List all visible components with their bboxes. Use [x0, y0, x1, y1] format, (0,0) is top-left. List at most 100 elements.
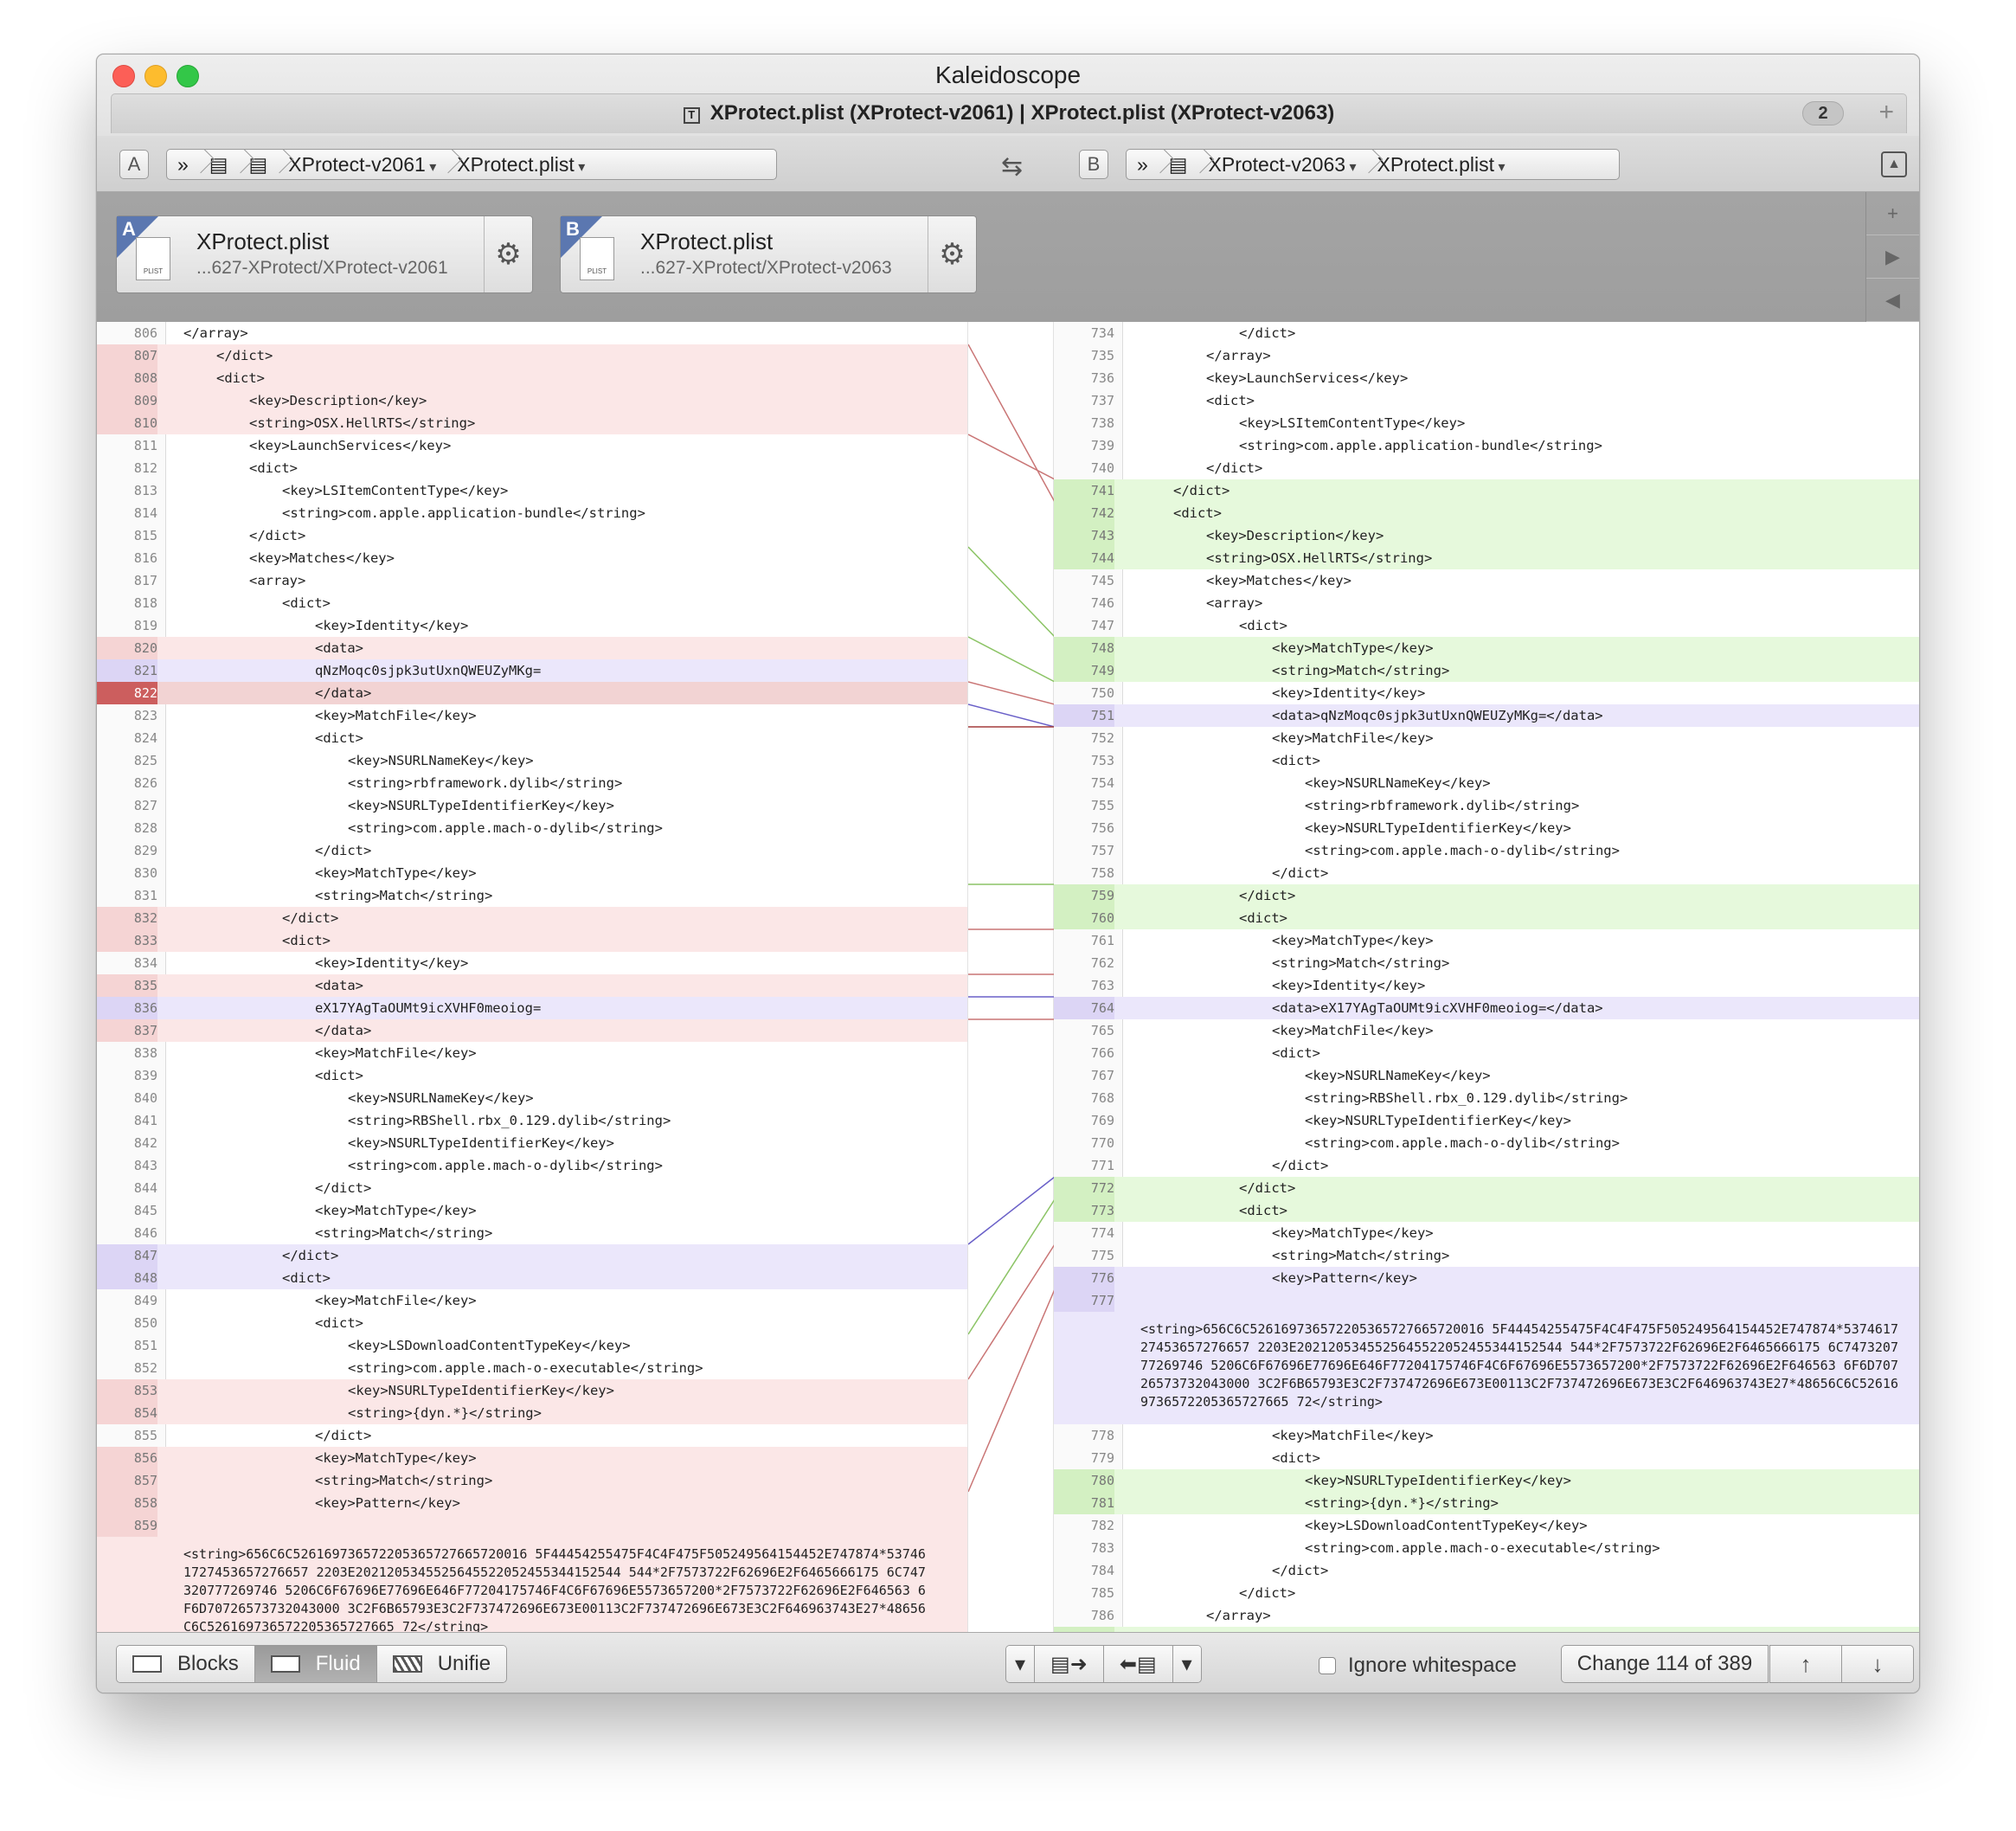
breadcrumb-version-a[interactable]: XProtect-v2061: [278, 153, 446, 177]
code-line[interactable]: 739<string>com.apple.application-bundle<…: [1054, 434, 1919, 457]
code-line[interactable]: 855</dict>: [97, 1424, 967, 1447]
code-line[interactable]: 774<key>MatchType</key>: [1054, 1222, 1919, 1244]
previous-change-arrow-up-icon[interactable]: ↑: [1769, 1645, 1842, 1683]
code-line[interactable]: 834<key>Identity</key>: [97, 952, 967, 974]
ignore-whitespace-checkbox[interactable]: Ignore whitespace: [1319, 1654, 1517, 1678]
code-line[interactable]: 820<data>: [97, 637, 967, 659]
file-card-b[interactable]: B PLIST XProtect.plist ...627-XProtect/X…: [560, 215, 977, 293]
merge-right-icon[interactable]: ▤➜: [1035, 1646, 1104, 1682]
code-line[interactable]: 835<data>: [97, 974, 967, 997]
code-line[interactable]: 781<string>{dyn.*}</string>: [1054, 1492, 1919, 1514]
add-file-plus-icon[interactable]: +: [1866, 192, 1919, 235]
code-line[interactable]: 809<key>Description</key>: [97, 389, 967, 412]
code-line[interactable]: 813<key>LSItemContentType</key>: [97, 479, 967, 502]
code-line[interactable]: 758</dict>: [1054, 862, 1919, 884]
code-line[interactable]: 746<array>: [1054, 592, 1919, 614]
code-line[interactable]: 818<dict>: [97, 592, 967, 614]
code-line-wrapped[interactable]: <string>656C6C52616973657220536572766572…: [1054, 1312, 1919, 1424]
code-line[interactable]: 784</dict>: [1054, 1559, 1919, 1582]
code-line[interactable]: 825<key>NSURLNameKey</key>: [97, 749, 967, 772]
code-line[interactable]: 763<key>Identity</key>: [1054, 974, 1919, 997]
code-line[interactable]: 735</array>: [1054, 344, 1919, 367]
code-line[interactable]: 761<key>MatchType</key>: [1054, 929, 1919, 952]
minimize-window-button[interactable]: [144, 65, 167, 87]
code-line[interactable]: 759</dict>: [1054, 884, 1919, 907]
code-line[interactable]: 859: [97, 1514, 967, 1537]
side-a-label[interactable]: A: [119, 150, 149, 179]
code-line[interactable]: 851<key>LSDownloadContentTypeKey</key>: [97, 1334, 967, 1357]
code-line[interactable]: 829</dict>: [97, 839, 967, 862]
merge-menu-right-chevron-icon[interactable]: ▾: [1172, 1646, 1201, 1682]
code-line[interactable]: 852<string>com.apple.mach-o-executable</…: [97, 1357, 967, 1379]
code-line[interactable]: 772</dict>: [1054, 1177, 1919, 1199]
code-line[interactable]: 846<string>Match</string>: [97, 1222, 967, 1244]
gear-icon[interactable]: ⚙: [928, 216, 976, 292]
code-line[interactable]: 734</dict>: [1054, 322, 1919, 344]
code-line[interactable]: 816<key>Matches</key>: [97, 547, 967, 569]
code-line[interactable]: 807</dict>: [97, 344, 967, 367]
breadcrumb-overflow-icon[interactable]: »: [177, 152, 189, 176]
code-line[interactable]: 777: [1054, 1289, 1919, 1312]
code-line[interactable]: 832</dict>: [97, 907, 967, 929]
breadcrumb-file-b[interactable]: XProtect.plist: [1367, 153, 1516, 177]
code-line[interactable]: 839<dict>: [97, 1064, 967, 1087]
code-line[interactable]: 754<key>NSURLNameKey</key>: [1054, 772, 1919, 794]
code-line[interactable]: 824<dict>: [97, 727, 967, 749]
code-line[interactable]: 854<string>{dyn.*}</string>: [97, 1402, 967, 1424]
code-line[interactable]: 749<string>Match</string>: [1054, 659, 1919, 682]
side-b-label[interactable]: B: [1079, 150, 1108, 179]
code-line[interactable]: 831<string>Match</string>: [97, 884, 967, 907]
view-unified-button[interactable]: Unifie: [376, 1646, 507, 1682]
view-blocks-button[interactable]: Blocks: [117, 1646, 255, 1682]
code-line[interactable]: 770<string>com.apple.mach-o-dylib</strin…: [1054, 1132, 1919, 1154]
code-line[interactable]: 857<string>Match</string>: [97, 1469, 967, 1492]
code-line-wrapped[interactable]: <string>656C6C52616973657220536572766572…: [97, 1537, 967, 1634]
code-line[interactable]: 780<key>NSURLTypeIdentifierKey</key>: [1054, 1469, 1919, 1492]
folder-icon[interactable]: ▤: [1159, 153, 1198, 177]
code-line[interactable]: 750<key>Identity</key>: [1054, 682, 1919, 704]
code-line[interactable]: 757<string>com.apple.mach-o-dylib</strin…: [1054, 839, 1919, 862]
code-line[interactable]: 756<key>NSURLTypeIdentifierKey</key>: [1054, 817, 1919, 839]
code-line[interactable]: 822</data>: [97, 682, 967, 704]
code-line[interactable]: 806</array>: [97, 322, 967, 344]
code-line[interactable]: 764<data>eX17YAgTaOUMt9icXVHF0meoiog=</d…: [1054, 997, 1919, 1019]
diff-pane-a[interactable]: 806</array>807</dict>808<dict>809<key>De…: [97, 322, 967, 1634]
code-line[interactable]: 837</data>: [97, 1019, 967, 1042]
code-line[interactable]: 748<key>MatchType</key>: [1054, 637, 1919, 659]
code-line[interactable]: 815</dict>: [97, 524, 967, 547]
code-line[interactable]: 765<key>MatchFile</key>: [1054, 1019, 1919, 1042]
code-line[interactable]: 858<key>Pattern</key>: [97, 1492, 967, 1514]
code-line[interactable]: 743<key>Description</key>: [1054, 524, 1919, 547]
code-line[interactable]: 842<key>NSURLTypeIdentifierKey</key>: [97, 1132, 967, 1154]
close-window-button[interactable]: [112, 65, 135, 87]
code-line[interactable]: 776<key>Pattern</key>: [1054, 1267, 1919, 1289]
zoom-window-button[interactable]: [177, 65, 199, 87]
code-line[interactable]: 785</dict>: [1054, 1582, 1919, 1604]
code-line[interactable]: 853<key>NSURLTypeIdentifierKey</key>: [97, 1379, 967, 1402]
code-line[interactable]: 850<dict>: [97, 1312, 967, 1334]
code-line[interactable]: 778<key>MatchFile</key>: [1054, 1424, 1919, 1447]
code-line[interactable]: 782<key>LSDownloadContentTypeKey</key>: [1054, 1514, 1919, 1537]
code-line[interactable]: 814<string>com.apple.application-bundle<…: [97, 502, 967, 524]
code-line[interactable]: 745<key>Matches</key>: [1054, 569, 1919, 592]
code-line[interactable]: 744<string>OSX.HellRTS</string>: [1054, 547, 1919, 569]
merge-menu-left-chevron-icon[interactable]: ▾: [1006, 1646, 1036, 1682]
code-line[interactable]: 849<key>MatchFile</key>: [97, 1289, 967, 1312]
code-line[interactable]: 783<string>com.apple.mach-o-executable</…: [1054, 1537, 1919, 1559]
diff-pane-b[interactable]: 734</dict>735</array>736<key>LaunchServi…: [1054, 322, 1919, 1634]
next-change-arrow-down-icon[interactable]: ↓: [1841, 1645, 1914, 1683]
code-line[interactable]: 768<string>RBShell.rbx_0.129.dylib</stri…: [1054, 1087, 1919, 1109]
code-line[interactable]: 773<dict>: [1054, 1199, 1919, 1222]
code-line[interactable]: 762<string>Match</string>: [1054, 952, 1919, 974]
code-line[interactable]: 766<dict>: [1054, 1042, 1919, 1064]
code-line[interactable]: 760<dict>: [1054, 907, 1919, 929]
next-file-icon[interactable]: ▶: [1866, 235, 1919, 279]
code-line[interactable]: 755<string>rbframework.dylib</string>: [1054, 794, 1919, 817]
code-line[interactable]: 751<data>qNzMoqc0sjpk3utUxnQWEUZyMKg=</d…: [1054, 704, 1919, 727]
code-line[interactable]: 844</dict>: [97, 1177, 967, 1199]
file-card-a[interactable]: A PLIST XProtect.plist ...627-XProtect/X…: [116, 215, 533, 293]
code-line[interactable]: 848<dict>: [97, 1267, 967, 1289]
